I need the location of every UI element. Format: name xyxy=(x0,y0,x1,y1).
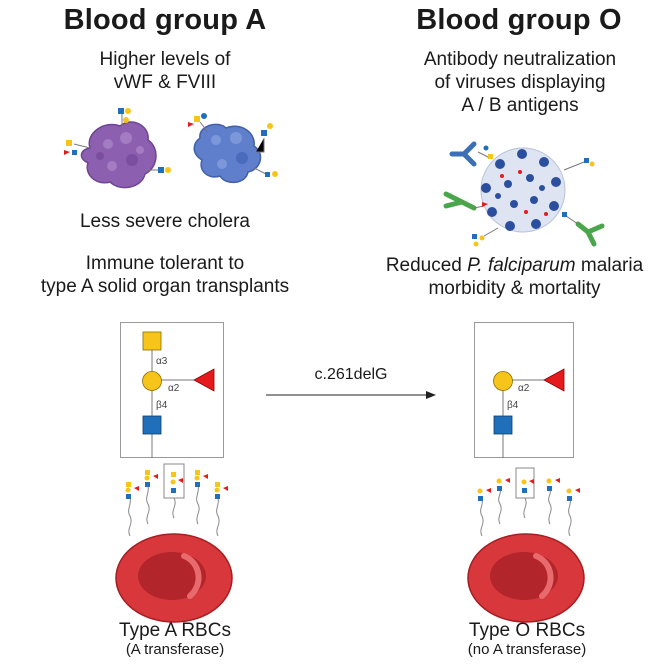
galnac-square-icon xyxy=(142,331,162,351)
rbc-a-label: Type A RBCs xyxy=(119,620,231,641)
link-alpha3: α3 xyxy=(156,356,168,367)
virus-antibody-icon xyxy=(443,141,605,247)
effect-vwf-fviii: Higher levels of vWF & FVIII xyxy=(20,48,310,94)
rbc-o-label: Type O RBCs xyxy=(468,620,586,641)
link-beta4: β4 xyxy=(156,400,168,411)
vwf-protein-icon xyxy=(64,108,171,189)
red-blood-cell-a-icon xyxy=(115,463,233,623)
glcnac-square-icon xyxy=(142,415,162,435)
effect-malaria-line1: Reduced P. falciparum malaria xyxy=(385,255,644,276)
rbc-body xyxy=(467,533,585,623)
antibody-icon xyxy=(443,141,605,247)
h-antigen-glycan: α2 β4 xyxy=(493,368,565,458)
effect-malaria-line2: morbidity & mortality xyxy=(428,278,601,299)
vwf-fviii-proteins-icon xyxy=(64,108,278,189)
virus-icon xyxy=(480,147,566,233)
fviii-protein-icon xyxy=(188,113,278,184)
galactose-circle-icon xyxy=(493,371,513,391)
fucose-triangle-icon xyxy=(543,368,565,392)
effect-transplant-line2: type A solid organ transplants xyxy=(40,276,290,297)
h-antigen-structure-box xyxy=(474,322,574,458)
effect-antibody-line1: Antibody neutralization xyxy=(423,49,617,70)
link-alpha2: α2 xyxy=(518,383,530,394)
rbc-body xyxy=(115,533,233,623)
title-blood-group-o: Blood group O xyxy=(416,4,622,36)
link-beta4: β4 xyxy=(507,400,519,411)
effect-antibody-line2: of viruses displaying xyxy=(434,72,606,93)
rbc-a-sublabel: (A transferase) xyxy=(125,641,225,658)
red-blood-cell-o-icon xyxy=(467,467,585,623)
transition-arrow-icon xyxy=(266,391,436,399)
effect-transplant-tolerance: Immune tolerant to type A solid organ tr… xyxy=(10,252,320,298)
mutation-label: c.261delG xyxy=(314,366,388,383)
glcnac-square-icon xyxy=(493,415,513,435)
rbc-o-sublabel: (no A transferase) xyxy=(467,641,587,658)
glycan-chain-icon xyxy=(125,470,228,499)
effect-antibody-line3: A / B antigens xyxy=(461,95,579,116)
effect-malaria: Reduced P. falciparum malaria morbidity … xyxy=(365,254,664,300)
fucose-triangle-icon xyxy=(193,368,215,392)
effect-vwf-line2: vWF & FVIII xyxy=(113,72,217,93)
link-alpha2: α2 xyxy=(168,383,180,394)
a-antigen-structure-box xyxy=(120,322,224,458)
effect-vwf-line1: Higher levels of xyxy=(99,49,231,70)
title-blood-group-a: Blood group A xyxy=(63,4,267,36)
glycan-chain-icon xyxy=(477,478,580,501)
galactose-circle-icon xyxy=(142,371,162,391)
effect-transplant-line1: Immune tolerant to xyxy=(85,253,245,274)
a-antigen-glycan: α3 α2 β4 xyxy=(142,331,215,458)
effect-antibody-neutralization: Antibody neutralization of viruses displ… xyxy=(370,48,664,117)
effect-cholera: Less severe cholera xyxy=(79,211,251,232)
